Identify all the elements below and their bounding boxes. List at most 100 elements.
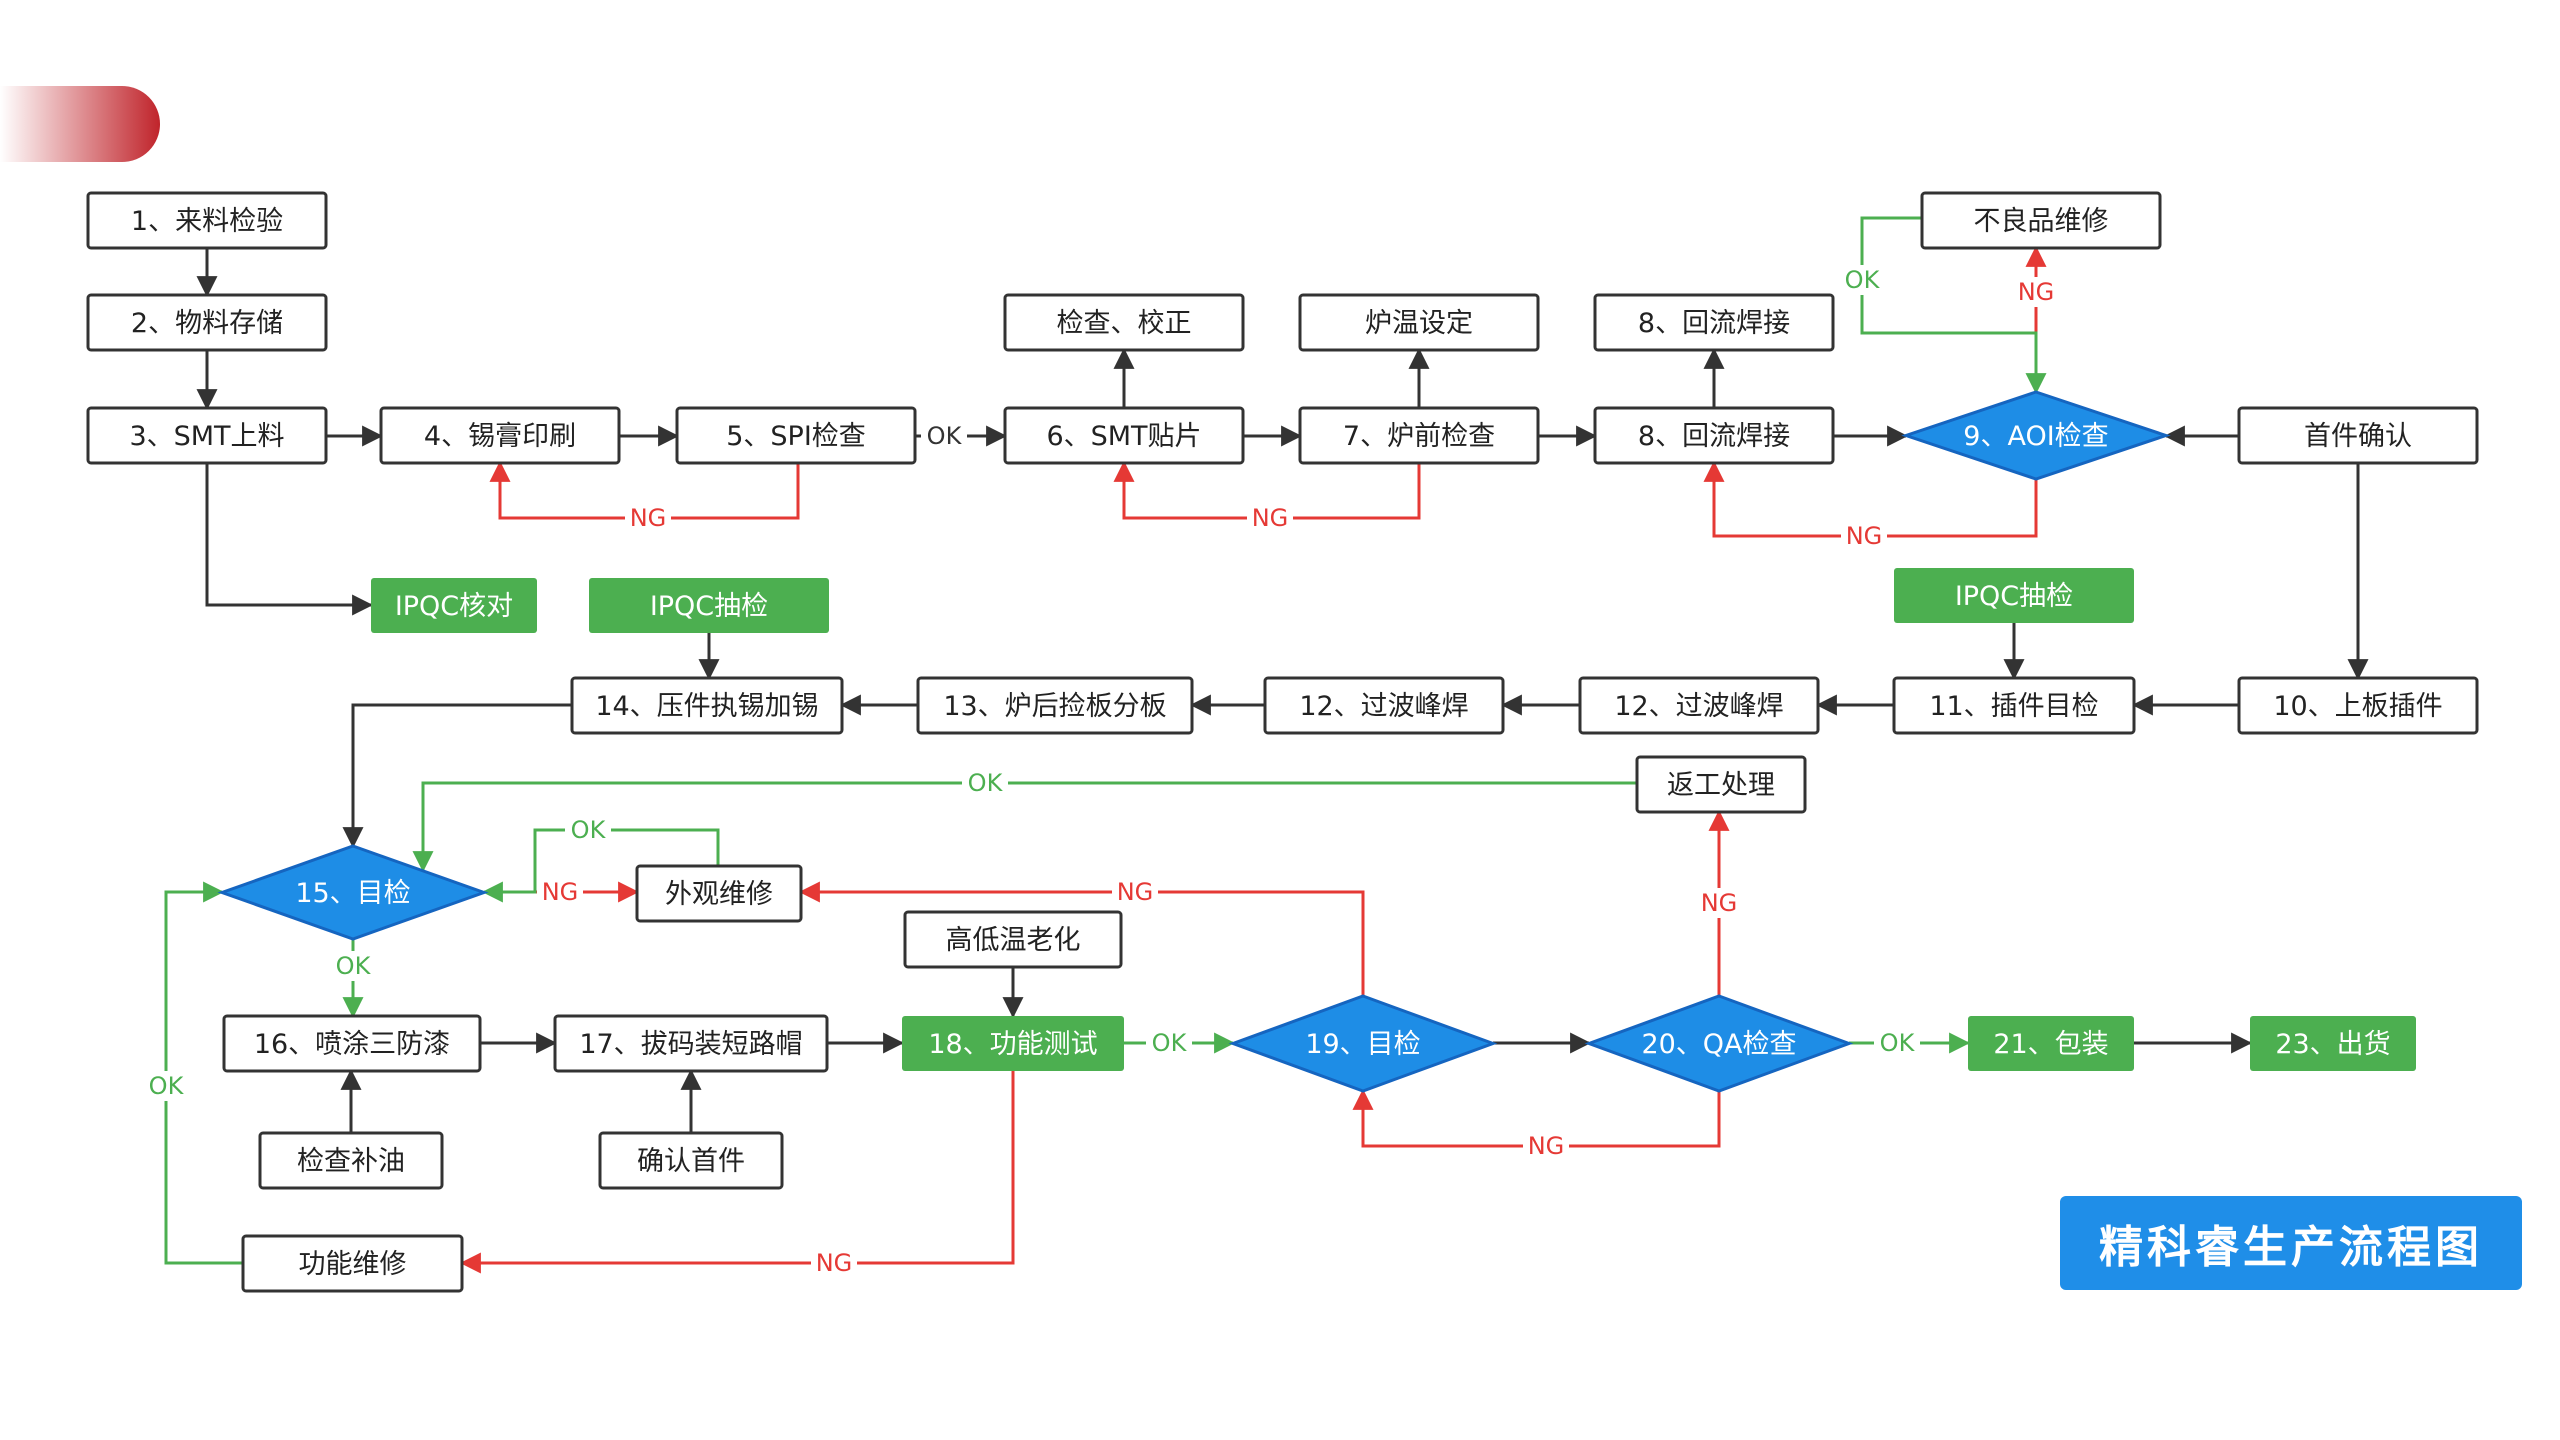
process-node-nbl bbox=[1920, 191, 2162, 250]
edge-label-ok: OK bbox=[927, 422, 963, 450]
edge-label-ok: OK bbox=[149, 1072, 185, 1100]
decision-node-n9 bbox=[1901, 390, 2171, 481]
node-label-n17: 17、拔码装短路帽 bbox=[579, 1029, 802, 1060]
edge-label-ng: NG bbox=[630, 504, 667, 532]
node-label-n6a: 检查、校正 bbox=[1057, 308, 1192, 339]
node-label-n16: 16、喷涂三防漆 bbox=[254, 1029, 450, 1060]
node-label-n7a: 炉温设定 bbox=[1365, 308, 1473, 339]
edge-label-bg bbox=[1841, 521, 1887, 551]
edge-label-bg bbox=[1874, 1028, 1920, 1058]
node-label-n8a: 8、回流焊接 bbox=[1638, 308, 1790, 339]
node-label-n12a: 12、过波峰焊 bbox=[1614, 691, 1783, 722]
node-label-n19: 19、目检 bbox=[1305, 1029, 1420, 1060]
node-label-n11: 11、插件目检 bbox=[1929, 691, 2098, 722]
edge-label-bg bbox=[565, 815, 611, 845]
node-label-ngd: 高低温老化 bbox=[946, 925, 1081, 956]
process-node-ngd bbox=[903, 910, 1123, 969]
node-label-n20: 20、QA检查 bbox=[1641, 1029, 1796, 1060]
node-label-nqr: 确认首件 bbox=[637, 1146, 745, 1177]
edge-n14-to-n15 bbox=[342, 703, 572, 849]
edges-layer bbox=[164, 216, 2369, 1274]
process-node-n7a bbox=[1298, 293, 1540, 352]
edge-label-bg bbox=[330, 951, 376, 981]
process-node-ngn bbox=[241, 1234, 464, 1293]
edge-label-ok: OK bbox=[968, 769, 1004, 797]
edge-label-ng: NG bbox=[1117, 878, 1154, 906]
process-node-n13 bbox=[916, 676, 1194, 735]
edge-label-bg bbox=[962, 768, 1008, 798]
highlight-node-n21 bbox=[1968, 1016, 2134, 1071]
edge-label-ng: NG bbox=[1701, 889, 1738, 917]
process-node-nsj bbox=[2237, 406, 2479, 465]
edge-label-bg bbox=[1146, 1028, 1192, 1058]
process-node-n16 bbox=[222, 1014, 482, 1073]
edge-n3-to-ipqc1 bbox=[205, 463, 374, 616]
node-label-nwg: 外观维修 bbox=[665, 879, 773, 910]
node-label-nfg: 返工处理 bbox=[1667, 770, 1775, 801]
node-label-nbl: 不良品维修 bbox=[1974, 206, 2109, 237]
node-label-nsj: 首件确认 bbox=[2304, 421, 2412, 452]
node-label-ipqc2: IPQC抽检 bbox=[650, 591, 768, 622]
process-node-n12a bbox=[1578, 676, 1820, 735]
process-node-n11 bbox=[1892, 676, 2136, 735]
edge-label-bg bbox=[2013, 277, 2059, 307]
process-node-n12b bbox=[1263, 676, 1505, 735]
edge-label-bg bbox=[921, 421, 967, 451]
node-label-n15: 15、目检 bbox=[295, 878, 410, 909]
edge-label-bg bbox=[537, 877, 583, 907]
highlight-node-n18 bbox=[902, 1016, 1124, 1071]
node-label-ipqc3: IPQC抽检 bbox=[1955, 581, 2073, 612]
process-node-nqr bbox=[598, 1131, 784, 1190]
edge-nbl-to-n9 bbox=[1860, 216, 2047, 395]
edge-label-ng: NG bbox=[542, 878, 579, 906]
node-label-n5: 5、SPI检查 bbox=[726, 421, 866, 452]
edge-label-ok: OK bbox=[1880, 1029, 1916, 1057]
edge-label-ok: OK bbox=[1845, 266, 1881, 294]
edge-label-bg bbox=[1112, 877, 1158, 907]
edge-label-bg bbox=[1247, 503, 1293, 533]
process-node-nfg bbox=[1635, 755, 1807, 814]
process-node-n2 bbox=[86, 293, 328, 352]
process-node-n5 bbox=[675, 406, 917, 465]
edge-label-ng: NG bbox=[1252, 504, 1289, 532]
edge-label-bg bbox=[143, 1071, 189, 1101]
process-node-n10 bbox=[2237, 676, 2479, 735]
node-label-ipqc1: IPQC核对 bbox=[395, 591, 513, 622]
decision-node-n20 bbox=[1584, 994, 1854, 1093]
edge-label-ng: NG bbox=[816, 1249, 853, 1277]
node-label-ngn: 功能维修 bbox=[299, 1249, 407, 1280]
edge-label-ng: NG bbox=[2018, 278, 2055, 306]
process-node-nwg bbox=[635, 864, 803, 923]
node-label-n13: 13、炉后捡板分板 bbox=[943, 691, 1166, 722]
process-node-n8a bbox=[1593, 293, 1835, 352]
edge-label-ok: OK bbox=[336, 952, 372, 980]
node-label-n3: 3、SMT上料 bbox=[129, 421, 284, 452]
edge-label-ok: OK bbox=[571, 816, 607, 844]
decision-node-n15 bbox=[217, 844, 489, 941]
edge-label-bg bbox=[1839, 265, 1885, 295]
edge-label-bg bbox=[811, 1248, 857, 1278]
highlight-node-ipqc3 bbox=[1894, 568, 2134, 623]
node-label-n10: 10、上板插件 bbox=[2273, 691, 2442, 722]
node-label-n21: 21、包装 bbox=[1993, 1029, 2108, 1060]
process-node-n14 bbox=[570, 676, 844, 735]
process-node-n4 bbox=[379, 406, 621, 465]
process-node-n17 bbox=[553, 1014, 829, 1073]
edge-nfg-to-n15 bbox=[412, 781, 1637, 873]
node-label-njc: 检查补油 bbox=[297, 1146, 405, 1177]
highlight-node-ipqc2 bbox=[589, 578, 829, 633]
edge-nwg-to-n15 bbox=[481, 828, 720, 903]
node-label-n6: 6、SMT贴片 bbox=[1046, 421, 1201, 452]
highlight-node-n23 bbox=[2250, 1016, 2416, 1071]
node-label-n18: 18、功能测试 bbox=[928, 1029, 1097, 1060]
node-label-n12b: 12、过波峰焊 bbox=[1299, 691, 1468, 722]
edge-label-ok: OK bbox=[1152, 1029, 1188, 1057]
process-node-n6a bbox=[1003, 293, 1245, 352]
edge-n19-to-nwg bbox=[798, 881, 1365, 996]
node-label-n14: 14、压件执锡加锡 bbox=[595, 691, 818, 722]
node-label-n9: 9、AOI检查 bbox=[1963, 421, 2108, 452]
node-label-n1: 1、来料检验 bbox=[131, 206, 283, 237]
node-label-n4: 4、锡膏印刷 bbox=[424, 421, 576, 452]
